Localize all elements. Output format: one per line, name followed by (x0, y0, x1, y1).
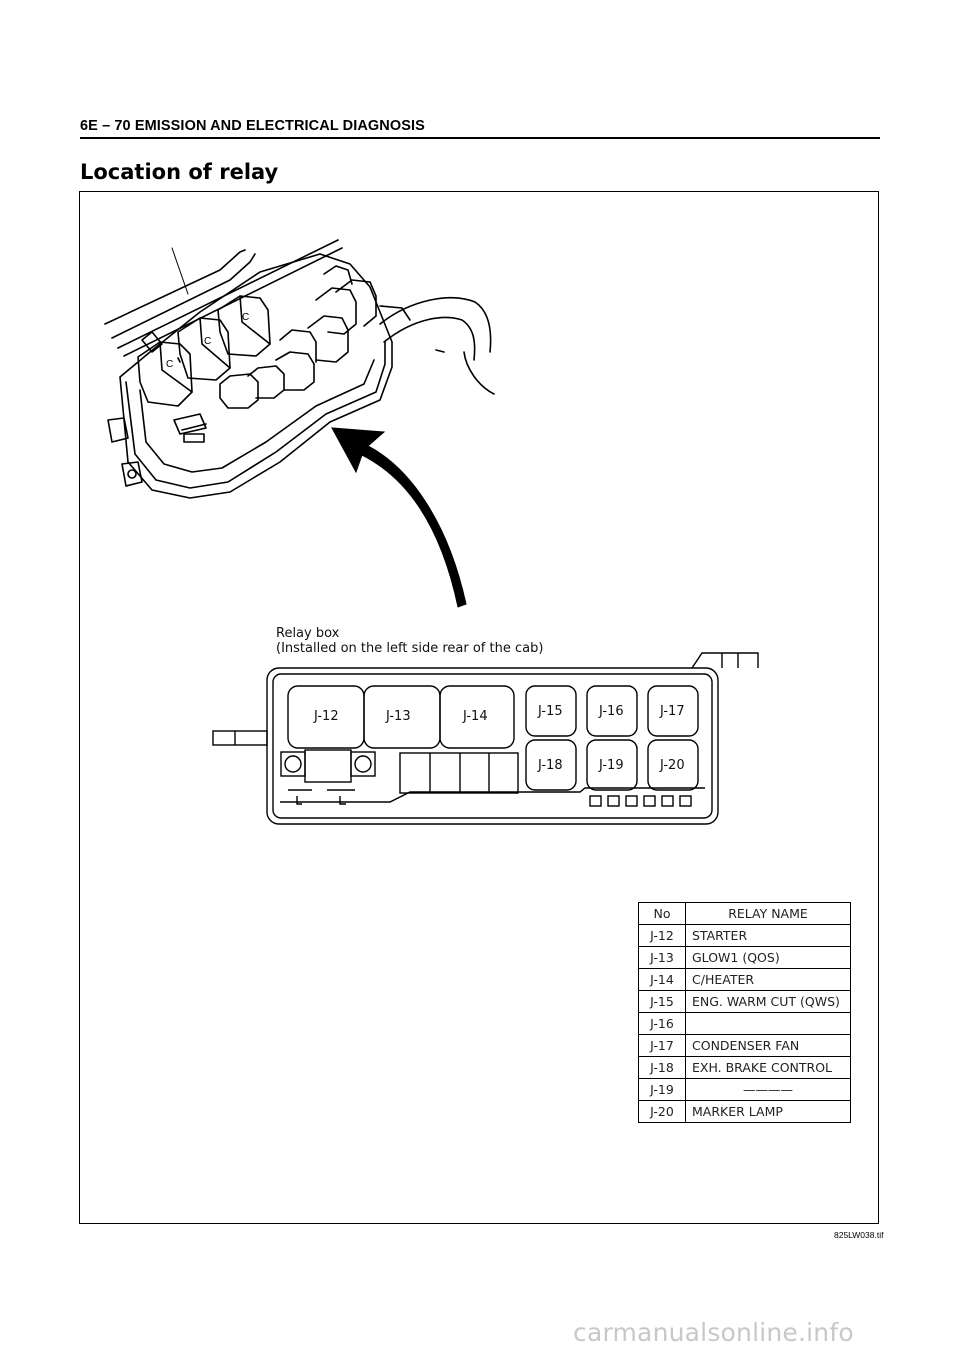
page-header: 6E – 70 EMISSION AND ELECTRICAL DIAGNOSI… (80, 118, 425, 134)
relay-label-j13: J-13 (385, 709, 411, 724)
relay-label-j16: J-16 (598, 704, 624, 719)
figure-id: 825LW038.tif (834, 1230, 884, 1240)
caption-line-1: Relay box (276, 626, 340, 641)
relay-name: GLOW1 (QOS) (685, 946, 851, 969)
relay-no: J-19 (638, 1078, 686, 1101)
table-header-row: No RELAY NAME (638, 902, 851, 925)
table-row: J-16 (638, 1012, 851, 1035)
relay-name (685, 1012, 851, 1035)
relay-name: C/HEATER (685, 968, 851, 991)
watermark: carmanualsonline.info (573, 1318, 854, 1347)
caption-line-2: (Installed on the left side rear of the … (276, 641, 544, 656)
header-rule (80, 137, 880, 139)
svg-text:C: C (166, 359, 173, 370)
relay-label-j15: J-15 (537, 704, 563, 719)
arrow-to-relay-box (331, 427, 467, 608)
relay-labels: J-12 J-13 J-14 J-15 J-16 J-17 J-18 J-19 … (313, 704, 685, 773)
relay-no: J-13 (638, 946, 686, 969)
relay-label-j19: J-19 (598, 758, 624, 773)
relay-label-j20: J-20 (659, 758, 685, 773)
table-row: J-19———— (638, 1078, 851, 1101)
figure-frame (79, 191, 879, 1224)
relay-box-isometric: C C C (104, 239, 495, 499)
relay-name: CONDENSER FAN (685, 1034, 851, 1057)
relay-no: J-20 (638, 1100, 686, 1123)
figure-caption: Relay box (Installed on the left side re… (276, 626, 543, 656)
relay-label-j14: J-14 (462, 709, 488, 724)
relay-no: J-17 (638, 1034, 686, 1057)
svg-text:C: C (204, 336, 211, 347)
relay-box-layout (212, 652, 759, 825)
relay-no: J-12 (638, 924, 686, 947)
relay-name: STARTER (685, 924, 851, 947)
relay-label-j18: J-18 (537, 758, 563, 773)
relay-label-j17: J-17 (659, 704, 685, 719)
relay-location-drawing: C C C (104, 239, 759, 825)
column-header-no: No (638, 902, 686, 925)
section-title: Location of relay (80, 160, 279, 184)
relay-no: J-15 (638, 990, 686, 1013)
relay-no: J-18 (638, 1056, 686, 1079)
relay-name: ———— (685, 1078, 851, 1101)
svg-text:C: C (242, 312, 249, 323)
relay-name: MARKER LAMP (685, 1100, 851, 1123)
relay-name: EXH. BRAKE CONTROL (685, 1056, 851, 1079)
relay-name: ENG. WARM CUT (QWS) (685, 990, 851, 1013)
relay-no: J-16 (638, 1012, 686, 1035)
column-header-relay-name: RELAY NAME (685, 902, 851, 925)
relay-no: J-14 (638, 968, 686, 991)
relay-label-j12: J-12 (313, 709, 339, 724)
